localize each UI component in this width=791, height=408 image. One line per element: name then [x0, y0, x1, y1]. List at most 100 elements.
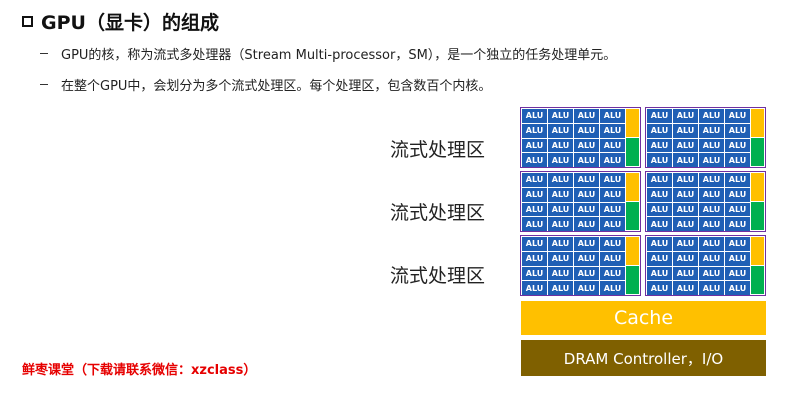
- alu-cell: ALU: [522, 217, 547, 231]
- local-cache-block: [751, 202, 764, 230]
- alu-cell: ALU: [522, 251, 547, 266]
- alu-cell: ALU: [699, 187, 724, 202]
- alu-cell: ALU: [574, 187, 599, 202]
- alu-cell: ALU: [600, 173, 625, 187]
- alu-cell: ALU: [574, 123, 599, 138]
- alu-cell: ALU: [574, 266, 599, 281]
- alu-cell: ALU: [647, 187, 672, 202]
- alu-cell: ALU: [725, 251, 750, 266]
- alu-cell: ALU: [548, 138, 573, 153]
- bullet-text: GPU的核，称为流式多处理器（Stream Multi-processor，SM…: [61, 47, 617, 63]
- bullet-text: 在整个GPU中，会划分为多个流式处理区。每个处理区，包含数百个内核。: [61, 78, 492, 94]
- alu-cell: ALU: [725, 281, 750, 295]
- alu-cell: ALU: [699, 237, 724, 251]
- alu-cell: ALU: [522, 109, 547, 123]
- alu-cell: ALU: [699, 173, 724, 187]
- alu-cell: ALU: [725, 173, 750, 187]
- alu-cell: ALU: [647, 251, 672, 266]
- alu-cell: ALU: [574, 281, 599, 295]
- alu-cell: ALU: [725, 138, 750, 153]
- alu-cell: ALU: [647, 109, 672, 123]
- alu-cell: ALU: [673, 187, 698, 202]
- alu-cell: ALU: [574, 251, 599, 266]
- alu-cell: ALU: [522, 237, 547, 251]
- alu-cell: ALU: [548, 281, 573, 295]
- alu-cell: ALU: [522, 153, 547, 167]
- alu-cell: ALU: [699, 109, 724, 123]
- alu-cell: ALU: [673, 251, 698, 266]
- control-unit-block: [626, 109, 639, 137]
- alu-cell: ALU: [673, 237, 698, 251]
- alu-cell: ALU: [522, 266, 547, 281]
- alu-cell: ALU: [522, 123, 547, 138]
- alu-cell: ALU: [725, 237, 750, 251]
- local-cache-block: [751, 266, 764, 294]
- alu-cell: ALU: [522, 187, 547, 202]
- sm-side-units: [751, 237, 764, 294]
- dash-bullet-icon: [40, 52, 48, 54]
- alu-cell: ALU: [600, 281, 625, 295]
- alu-cell: ALU: [647, 237, 672, 251]
- alu-cell: ALU: [699, 281, 724, 295]
- alu-cell: ALU: [600, 202, 625, 217]
- alu-cell: ALU: [574, 173, 599, 187]
- alu-cell: ALU: [699, 138, 724, 153]
- alu-cell: ALU: [600, 187, 625, 202]
- alu-cell: ALU: [647, 202, 672, 217]
- slide-title-text: GPU（显卡）的组成: [41, 11, 219, 34]
- local-cache-block: [751, 138, 764, 166]
- alu-cell: ALU: [647, 266, 672, 281]
- alu-cell: ALU: [548, 173, 573, 187]
- slide-title: GPU（显卡）的组成: [22, 8, 219, 34]
- alu-cell: ALU: [600, 109, 625, 123]
- alu-cell: ALU: [522, 138, 547, 153]
- local-cache-block: [626, 266, 639, 294]
- control-unit-block: [751, 173, 764, 201]
- alu-cell: ALU: [673, 138, 698, 153]
- alu-cell: ALU: [647, 123, 672, 138]
- alu-cell: ALU: [574, 237, 599, 251]
- sm-side-units: [751, 173, 764, 230]
- alu-cell: ALU: [699, 251, 724, 266]
- alu-cell: ALU: [725, 153, 750, 167]
- alu-cell: ALU: [647, 138, 672, 153]
- watermark-text: 鲜枣课堂（下载请联系微信：xzclass）: [22, 363, 257, 378]
- alu-cell: ALU: [574, 202, 599, 217]
- control-unit-block: [626, 173, 639, 201]
- alu-cell: ALU: [673, 266, 698, 281]
- alu-cell: ALU: [548, 202, 573, 217]
- alu-cell: ALU: [725, 266, 750, 281]
- dash-bullet-icon: [40, 83, 48, 85]
- alu-cell: ALU: [600, 251, 625, 266]
- alu-cell: ALU: [699, 202, 724, 217]
- cache-bar: Cache: [521, 301, 766, 335]
- dram-controller-bar: DRAM Controller，I/O: [521, 340, 766, 376]
- sm-side-units: [626, 173, 639, 230]
- alu-cell: ALU: [725, 202, 750, 217]
- bullet-list: GPU的核，称为流式多处理器（Stream Multi-processor，SM…: [40, 44, 616, 106]
- alu-cell: ALU: [548, 217, 573, 231]
- sm-side-units: [626, 109, 639, 166]
- alu-cell: ALU: [574, 138, 599, 153]
- alu-cell: ALU: [673, 217, 698, 231]
- control-unit-block: [626, 237, 639, 265]
- alu-cell: ALU: [600, 123, 625, 138]
- alu-cell: ALU: [673, 153, 698, 167]
- alu-cell: ALU: [548, 251, 573, 266]
- alu-cell: ALU: [647, 281, 672, 295]
- alu-cell: ALU: [574, 217, 599, 231]
- alu-cell: ALU: [699, 266, 724, 281]
- sm-side-units: [626, 237, 639, 294]
- alu-cell: ALU: [600, 237, 625, 251]
- alu-cell: ALU: [673, 123, 698, 138]
- region-label: 流式处理区: [390, 139, 486, 161]
